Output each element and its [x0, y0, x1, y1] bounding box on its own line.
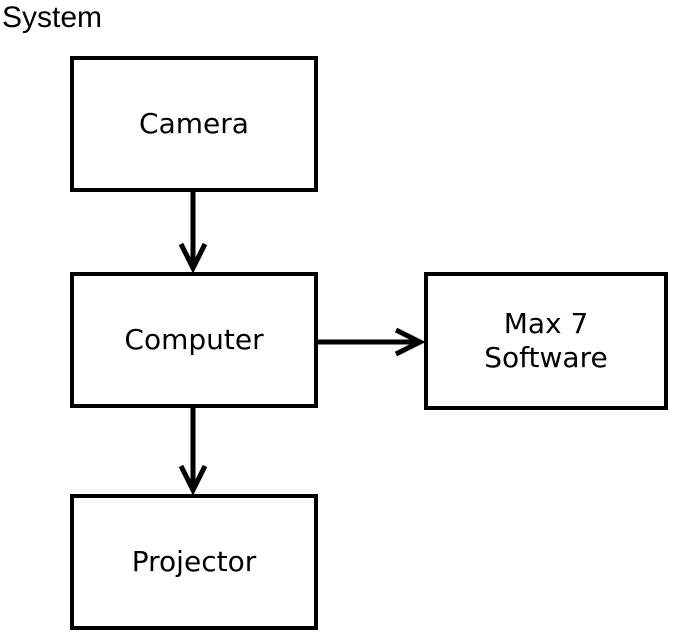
- camera-label: Camera: [139, 107, 249, 140]
- arrow-camera-to-computer: [178, 192, 208, 274]
- projector-node: Projector: [70, 494, 318, 630]
- arrow-computer-to-projector: [178, 408, 208, 496]
- computer-label: Computer: [124, 323, 264, 356]
- diagram-title: System: [2, 1, 103, 34]
- projector-label: Projector: [131, 545, 257, 578]
- computer-node: Computer: [70, 272, 318, 408]
- max-software-label: Max 7 Software: [484, 307, 608, 374]
- camera-node: Camera: [70, 56, 318, 192]
- arrow-computer-to-max: [318, 327, 426, 357]
- max-software-node: Max 7 Software: [424, 272, 668, 410]
